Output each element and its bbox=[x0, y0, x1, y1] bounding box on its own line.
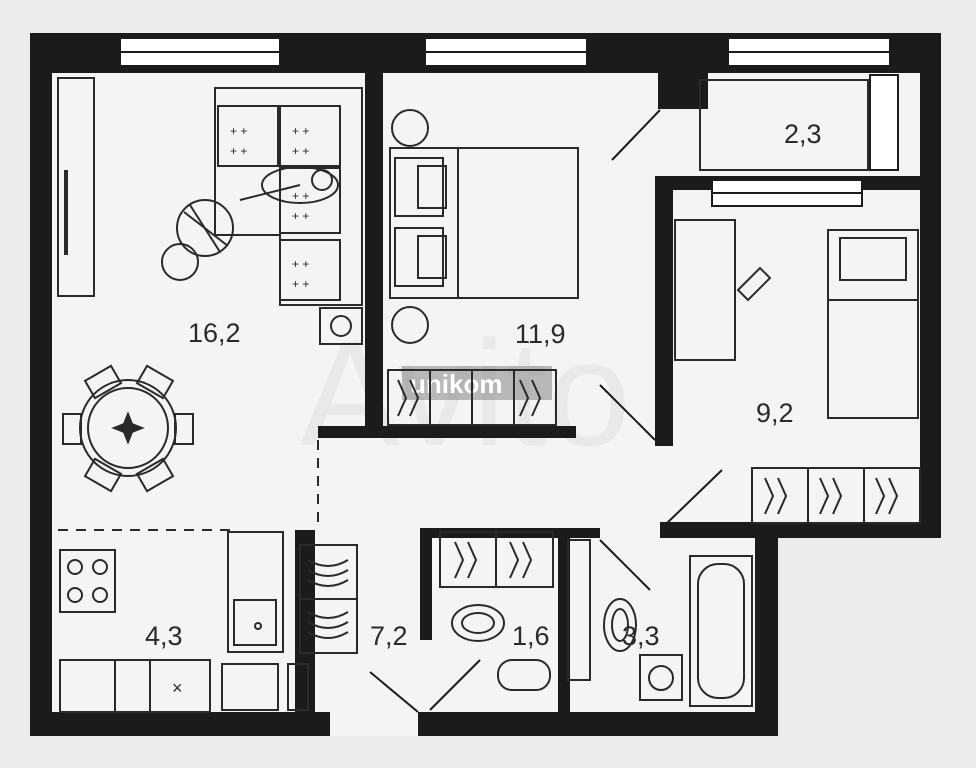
svg-text:+ +: + + bbox=[292, 257, 309, 271]
area-wc: 1,6 bbox=[512, 621, 550, 651]
svg-text:+ +: + + bbox=[292, 124, 309, 138]
wardrobe-bedroom2 bbox=[751, 467, 921, 524]
kitchen-furniture: × bbox=[59, 531, 309, 713]
area-living: 16,2 bbox=[188, 318, 241, 348]
svg-text:+ +: + + bbox=[230, 144, 247, 158]
living-furniture: + + + + + + + + + + + + + + + + bbox=[57, 77, 363, 531]
area-hall: 7,2 bbox=[370, 621, 408, 651]
windows bbox=[119, 37, 899, 207]
area-balcony: 2,3 bbox=[784, 119, 822, 149]
chair-icon bbox=[736, 266, 772, 302]
bed-icon bbox=[827, 229, 919, 419]
round-table-icon bbox=[176, 199, 234, 257]
toilet-icon bbox=[497, 659, 551, 691]
bedroom-furniture bbox=[387, 109, 579, 426]
floor-area bbox=[30, 33, 941, 736]
svg-text:+ +: + + bbox=[292, 209, 309, 223]
area-bedroom2: 9,2 bbox=[756, 398, 794, 428]
bathroom-furniture bbox=[567, 539, 753, 707]
bed-icon bbox=[389, 147, 579, 299]
washing-machine-icon bbox=[567, 539, 591, 681]
svg-text:+ +: + + bbox=[230, 124, 247, 138]
wc-furniture bbox=[439, 531, 554, 691]
dining-table-icon bbox=[62, 364, 194, 493]
hall-cabinet-icon bbox=[299, 544, 358, 654]
area-bedroom: 11,9 bbox=[515, 319, 566, 349]
bathtub-icon bbox=[689, 555, 753, 707]
bedroom2-furniture bbox=[674, 219, 921, 524]
wardrobe bbox=[57, 77, 95, 297]
toilet-icon bbox=[639, 654, 683, 701]
svg-text:+ +: + + bbox=[292, 277, 309, 291]
desk bbox=[674, 219, 736, 361]
lamp-icon bbox=[391, 109, 429, 147]
svg-text:+ +: + + bbox=[292, 189, 309, 203]
watermark: Avito unikom bbox=[300, 309, 631, 477]
watermark-logo: unikom bbox=[410, 369, 502, 399]
washbasin-icon bbox=[451, 604, 505, 642]
stove-icon bbox=[59, 549, 116, 613]
svg-text:+ +: + + bbox=[292, 144, 309, 158]
close-icon: × bbox=[172, 678, 183, 698]
area-bathroom: 3,3 bbox=[622, 621, 660, 651]
room-labels: 16,2 11,9 2,3 9,2 4,3 7,2 1,6 3,3 bbox=[145, 119, 822, 651]
washbasin-icon bbox=[603, 598, 637, 652]
tv-unit bbox=[319, 307, 363, 345]
person-icon bbox=[239, 166, 339, 204]
stool-icon bbox=[161, 243, 199, 281]
balcony-bench bbox=[699, 79, 869, 171]
fridge bbox=[227, 531, 284, 653]
lamp-icon bbox=[391, 306, 429, 344]
sink-icon bbox=[233, 599, 277, 646]
area-kitchen: 4,3 bbox=[145, 621, 183, 651]
door-swings bbox=[369, 109, 723, 713]
